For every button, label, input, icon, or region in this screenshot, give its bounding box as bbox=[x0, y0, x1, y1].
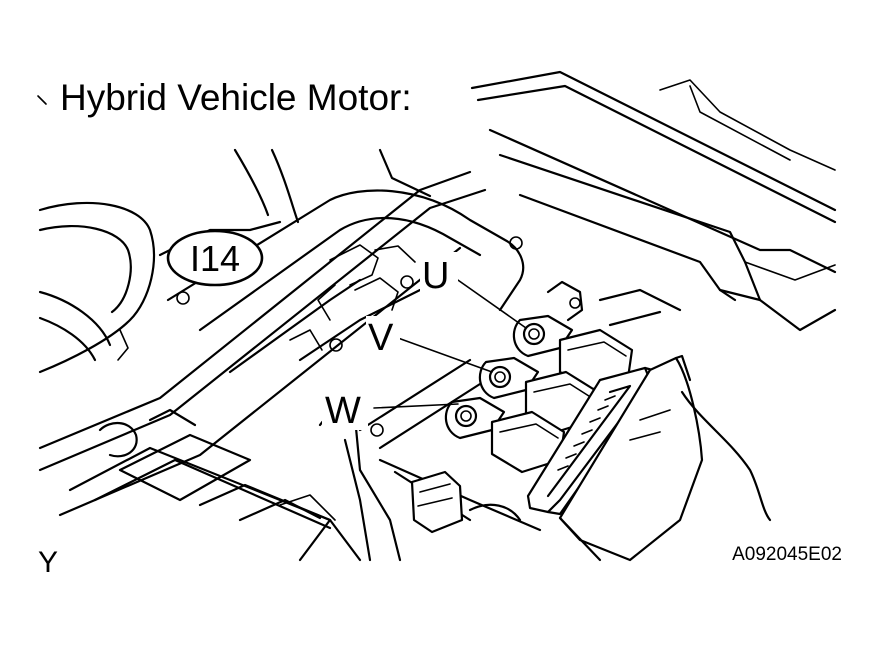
terminal-lug-u bbox=[512, 314, 574, 358]
terminal-lug-w bbox=[444, 396, 506, 440]
diagram-title: Hybrid Vehicle Motor: bbox=[60, 77, 412, 118]
corner-mark: Y bbox=[38, 546, 58, 579]
title-tick-mark bbox=[37, 95, 47, 105]
terminal-label-w: W bbox=[325, 390, 361, 432]
connector-id-callout: I14 bbox=[166, 229, 264, 287]
connector-id-label: I14 bbox=[190, 238, 240, 279]
leader-line-u bbox=[454, 277, 527, 329]
figure-code: A092045E02 bbox=[732, 544, 842, 565]
leader-line-w bbox=[373, 403, 459, 409]
terminal-label-u: U bbox=[422, 255, 449, 297]
motor-housing-lineart bbox=[38, 70, 837, 562]
leader-line-v bbox=[397, 337, 493, 373]
terminal-label-v: V bbox=[368, 317, 394, 359]
uvw-connector-assembly bbox=[373, 277, 772, 562]
